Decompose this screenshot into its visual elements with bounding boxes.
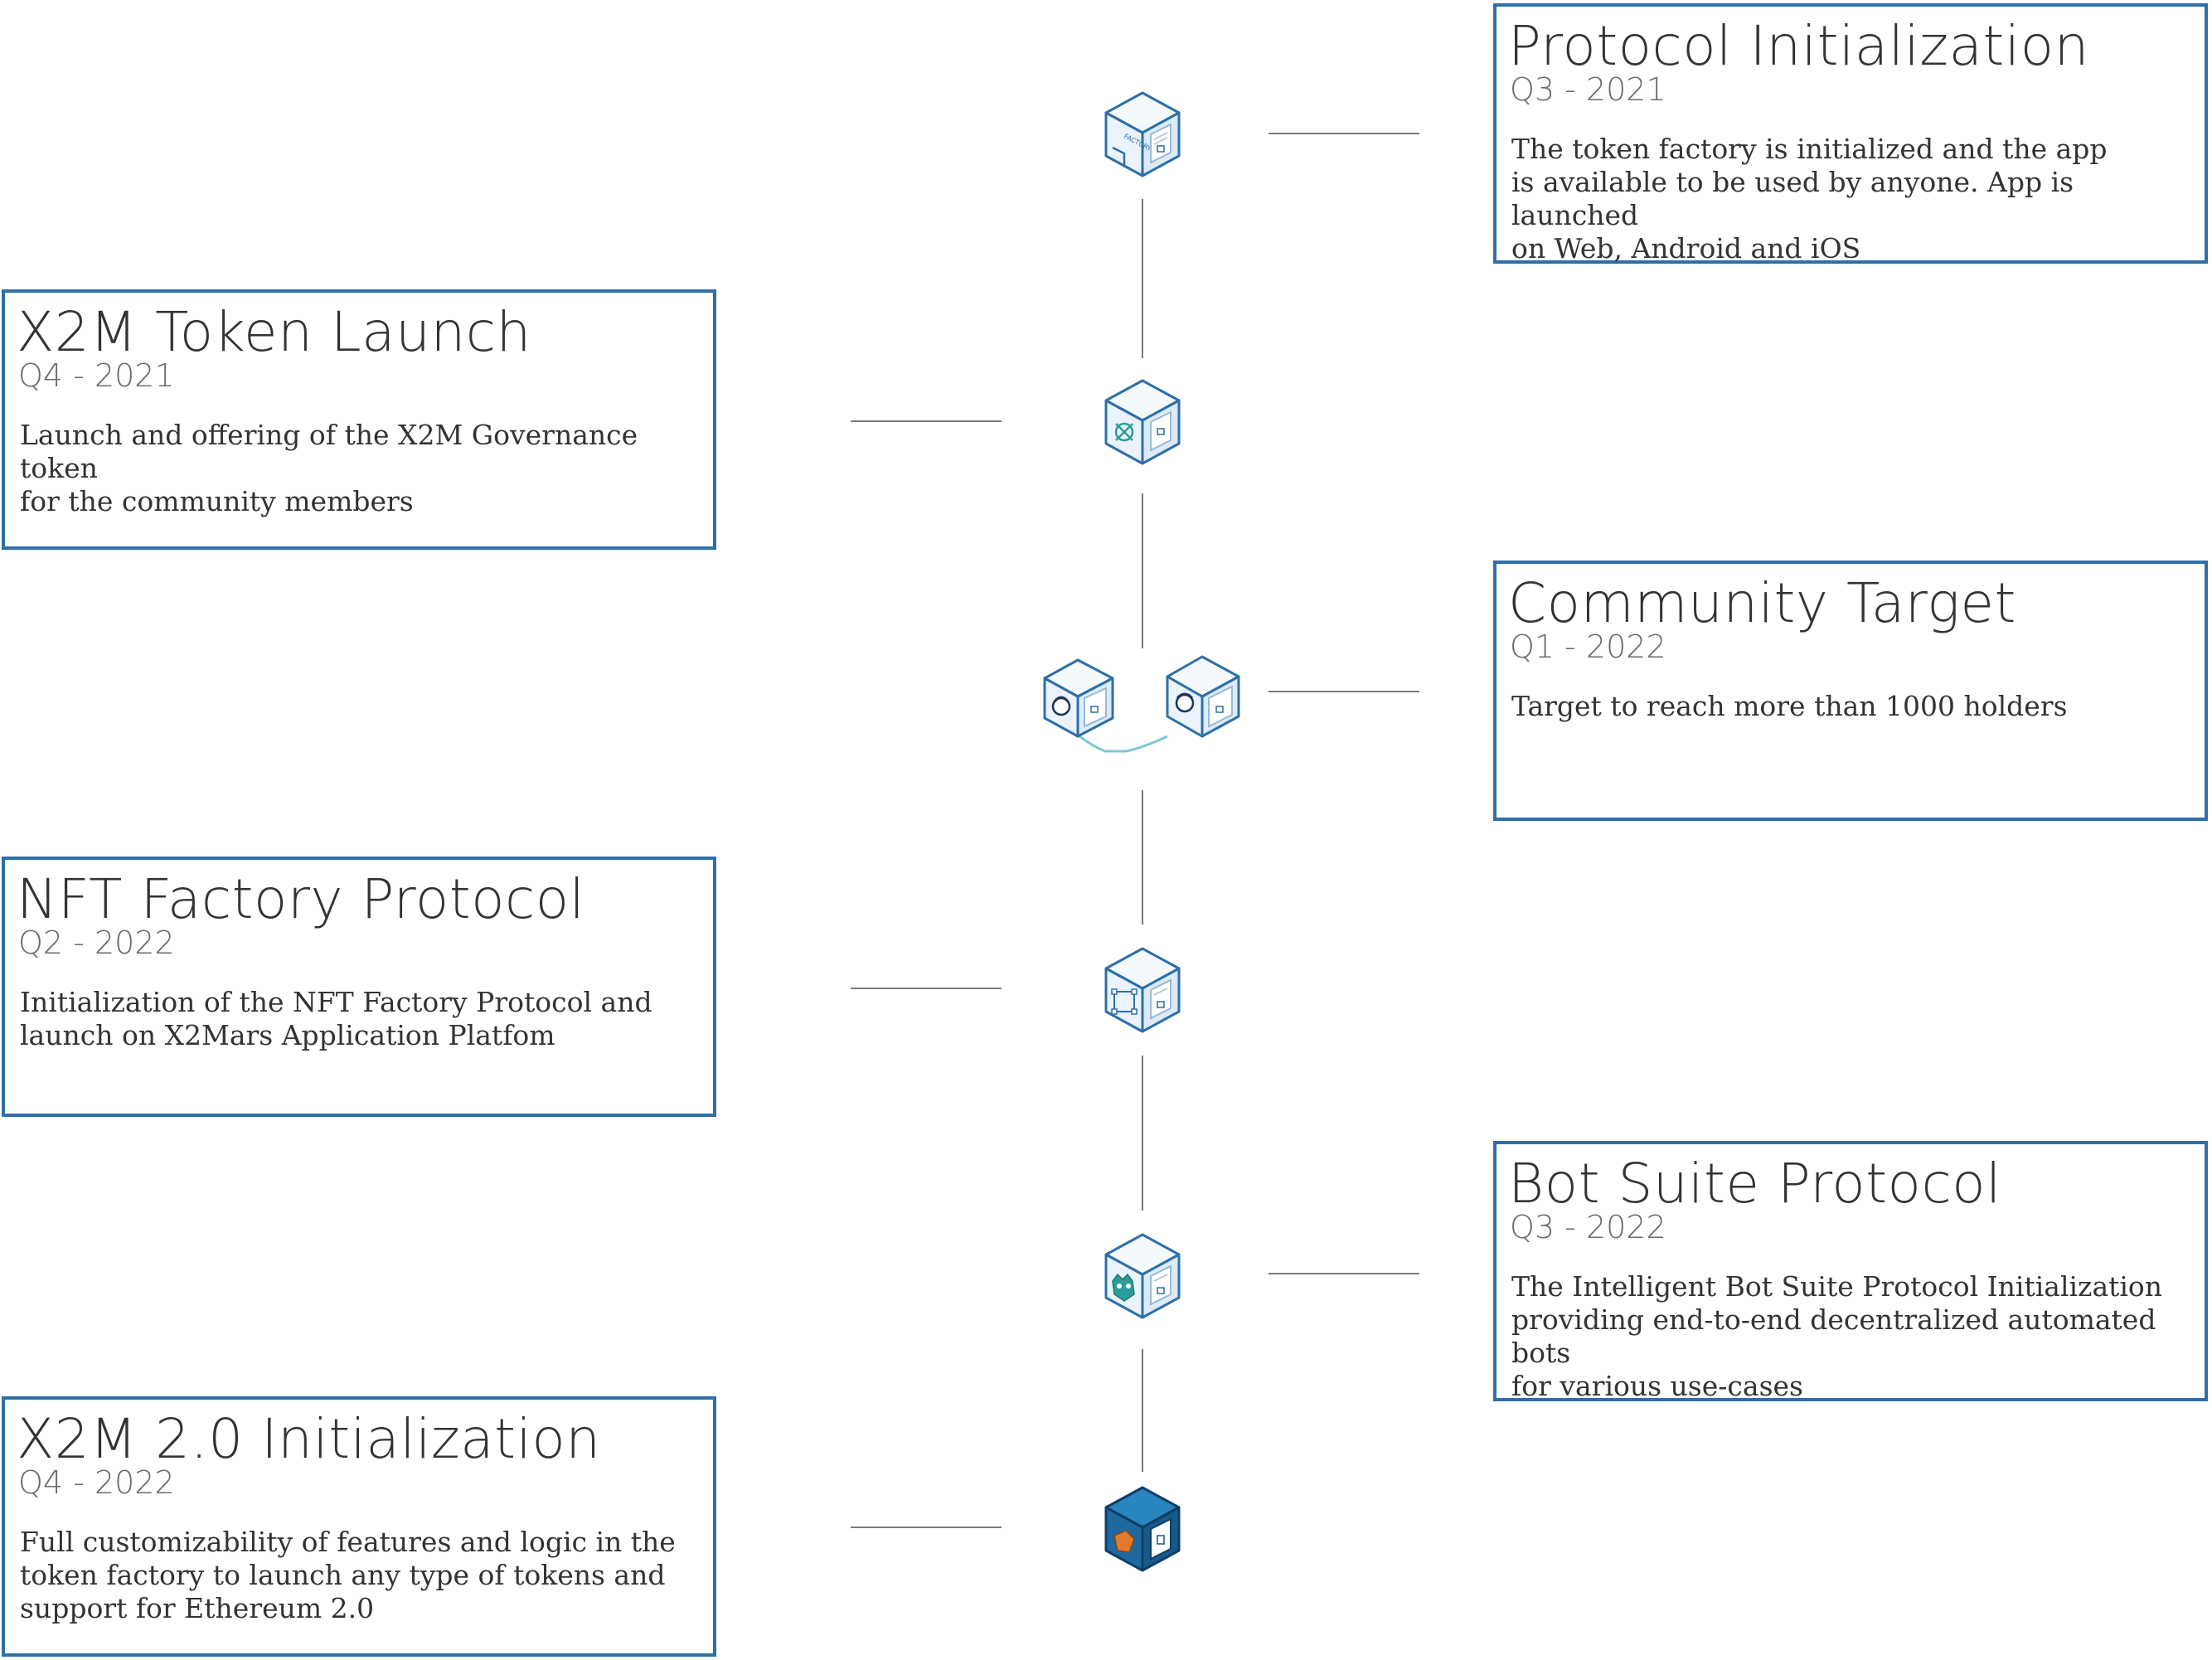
connector-line [851, 988, 1002, 989]
milestone-date: Q3 - 2022 [1510, 1209, 1666, 1245]
milestone-card-nft-factory-protocol: NFT Factory Protocol Q2 - 2022 Initializ… [2, 857, 716, 1117]
timeline-segment [1142, 790, 1143, 925]
timeline-segment [1142, 1056, 1143, 1211]
ethereum-cube-icon [1101, 1484, 1184, 1574]
milestone-description: The Intelligent Bot Suite Protocol Initi… [1511, 1270, 2163, 1402]
timeline-segment [1142, 1349, 1143, 1472]
timeline-segment [1142, 199, 1143, 358]
connector-line [1269, 133, 1419, 134]
timeline-segment [1142, 493, 1143, 648]
milestone-date: Q4 - 2022 [18, 1464, 175, 1501]
milestone-description: The token factory is initialized and the… [1511, 133, 2108, 265]
milestone-date: Q2 - 2022 [18, 925, 175, 961]
connector-line [851, 420, 1002, 422]
milestone-card-x2m-2-0-initialization: X2M 2.0 Initialization Q4 - 2022 Full cu… [2, 1396, 716, 1657]
milestone-card-community-target: Community Target Q1 - 2022 Target to rea… [1493, 561, 2208, 821]
milestone-description: Target to reach more than 1000 holders [1511, 690, 2068, 722]
milestone-title: X2M 2.0 Initialization [17, 1407, 601, 1471]
milestone-date: Q4 - 2021 [18, 357, 175, 394]
community-cube-right [1166, 655, 1240, 738]
milestone-description: Full customizability of features and log… [20, 1526, 676, 1624]
milestone-title: Community Target [1508, 571, 2016, 635]
milestone-card-bot-suite-protocol: Bot Suite Protocol Q3 - 2022 The Intelli… [1493, 1141, 2208, 1402]
milestone-description: Initialization of the NFT Factory Protoc… [20, 986, 652, 1051]
connector-line [851, 1527, 1002, 1528]
bot-cube-icon [1101, 1231, 1184, 1321]
milestone-description: Launch and offering of the X2M Governanc… [20, 419, 638, 517]
milestone-card-protocol-initialization: Protocol Initialization Q3 - 2021 The to… [1493, 3, 2208, 265]
milestone-title: Protocol Initialization [1508, 14, 2089, 78]
community-cube-left [1043, 658, 1114, 738]
token-cube-icon [1101, 377, 1184, 467]
connector-line [1269, 1273, 1419, 1274]
milestone-date: Q1 - 2022 [1510, 629, 1666, 665]
connector-line [1269, 691, 1419, 692]
milestone-title: X2M Token Launch [17, 300, 531, 364]
milestone-date: Q3 - 2021 [1510, 71, 1666, 108]
community-cubes-icon [1043, 655, 1242, 755]
nft-cube-icon [1101, 945, 1184, 1035]
milestone-title: NFT Factory Protocol [17, 867, 585, 931]
factory-cube-icon: FACTORY [1101, 90, 1184, 179]
milestone-card-x2m-token-launch: X2M Token Launch Q4 - 2021 Launch and of… [2, 289, 716, 550]
milestone-title: Bot Suite Protocol [1508, 1152, 2001, 1216]
